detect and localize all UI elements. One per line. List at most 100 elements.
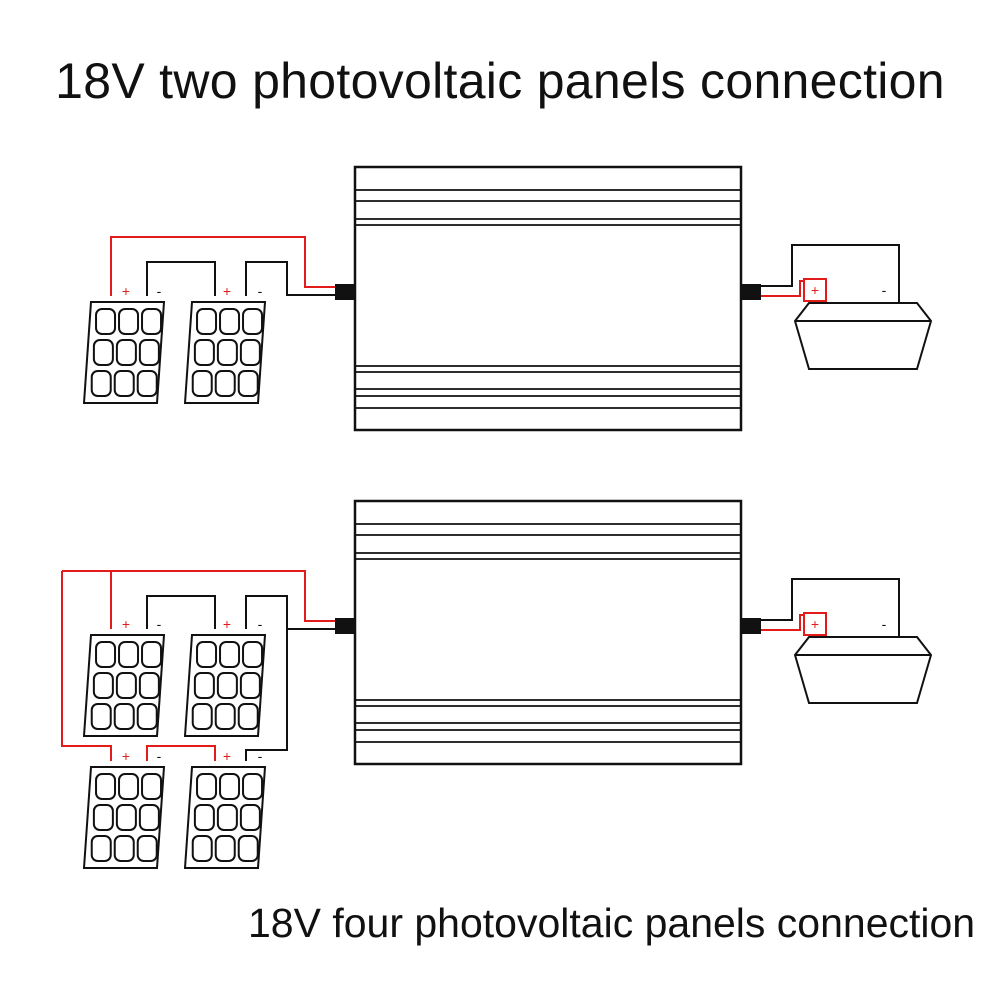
panel-minus-sign: - xyxy=(157,748,162,764)
controller-body xyxy=(353,165,743,432)
panel-cell xyxy=(239,804,261,831)
panel-plus-sign: + xyxy=(122,616,130,632)
panel-cell xyxy=(141,641,163,668)
input-connector xyxy=(335,618,355,634)
panel-cell xyxy=(214,370,236,397)
panel-cell xyxy=(113,703,135,730)
panel-plus-sign: + xyxy=(122,283,130,299)
panel-cell xyxy=(216,339,238,366)
panel-minus-sign: - xyxy=(258,283,263,299)
panel-cell xyxy=(90,835,112,862)
panel-cell xyxy=(196,641,218,668)
battery-negative-wire xyxy=(761,578,900,637)
solar-panel-5 xyxy=(82,766,166,869)
panel-cell xyxy=(113,835,135,862)
battery-plus-sign: + xyxy=(811,616,819,632)
panel-cell xyxy=(115,804,137,831)
panel-cell xyxy=(219,308,241,335)
panel-cell xyxy=(193,804,215,831)
negative-bus-bottom xyxy=(245,595,335,630)
panel-cell xyxy=(138,804,160,831)
panel-cell xyxy=(115,672,137,699)
panel-cell xyxy=(92,804,114,831)
panel-cell xyxy=(118,641,140,668)
panel-minus-sign: - xyxy=(157,616,162,632)
panel-minus-sign: - xyxy=(258,616,263,632)
panel-cell xyxy=(118,773,140,800)
battery-minus-sign: - xyxy=(882,282,887,298)
panel-cell xyxy=(219,773,241,800)
battery-bottom: +- xyxy=(793,612,933,704)
solar-panel-3 xyxy=(82,634,166,737)
panel-cell xyxy=(242,773,264,800)
panel-cell xyxy=(92,339,114,366)
controller-body xyxy=(353,499,743,766)
panel-cell xyxy=(113,370,135,397)
panel-cell xyxy=(193,672,215,699)
series-link-upper xyxy=(146,595,216,629)
panel-minus-sign: - xyxy=(258,748,263,764)
controller-top xyxy=(335,165,761,432)
positive-lower-string xyxy=(61,571,112,761)
battery-body xyxy=(793,636,933,704)
panel-cell xyxy=(95,308,117,335)
battery-body xyxy=(793,302,933,370)
panel-plus-sign: + xyxy=(223,748,231,764)
panel-cell xyxy=(141,773,163,800)
panel-plus-sign: + xyxy=(223,616,231,632)
panel-cell xyxy=(242,641,264,668)
panel-cell xyxy=(239,672,261,699)
panel-cell xyxy=(191,703,213,730)
output-connector xyxy=(741,284,761,300)
panel-minus-sign: - xyxy=(157,283,162,299)
panel-cell xyxy=(196,773,218,800)
panel-cell xyxy=(239,339,261,366)
panel-plus-sign: + xyxy=(122,748,130,764)
panel-cell xyxy=(90,703,112,730)
output-connector xyxy=(741,618,761,634)
series-link-lower xyxy=(146,745,216,761)
panel-cell xyxy=(193,339,215,366)
battery-plus-sign: + xyxy=(811,282,819,298)
panel-cell xyxy=(216,672,238,699)
panel-cell xyxy=(191,370,213,397)
panel-cell xyxy=(95,773,117,800)
panel-cell xyxy=(242,308,264,335)
negative-lower-string xyxy=(245,629,288,761)
panel-cell xyxy=(138,672,160,699)
solar-panel-6 xyxy=(183,766,267,869)
panel-cell xyxy=(138,339,160,366)
panel-cell xyxy=(115,339,137,366)
battery-positive-wire xyxy=(761,614,804,631)
panel-cell xyxy=(196,308,218,335)
panel-cell xyxy=(136,835,158,862)
title-four-panels: 18V four photovoltaic panels connection xyxy=(248,900,976,946)
panel-cell xyxy=(92,672,114,699)
panel-cell xyxy=(219,641,241,668)
input-connector xyxy=(335,284,355,300)
series-link-top xyxy=(146,261,216,296)
battery-positive-wire xyxy=(761,280,804,297)
panel-cell xyxy=(90,370,112,397)
panel-cell xyxy=(118,308,140,335)
negative-wire-top xyxy=(245,261,335,296)
controller-bottom xyxy=(335,499,761,766)
battery-minus-sign: - xyxy=(882,616,887,632)
panel-cell xyxy=(237,835,259,862)
solar-panel-2 xyxy=(183,301,267,404)
positive-wire-top xyxy=(110,236,335,296)
panel-cell xyxy=(136,370,158,397)
battery-top: +- xyxy=(793,278,933,370)
panel-cell xyxy=(237,370,259,397)
battery-plus-terminal xyxy=(803,278,827,302)
panel-cell xyxy=(136,703,158,730)
solar-panel-1 xyxy=(82,301,166,404)
panel-cell xyxy=(95,641,117,668)
panel-plus-sign: + xyxy=(223,283,231,299)
solar-panel-4 xyxy=(183,634,267,737)
panel-cell xyxy=(214,703,236,730)
positive-bus-bottom xyxy=(110,570,335,629)
panel-cell xyxy=(214,835,236,862)
panel-cell xyxy=(216,804,238,831)
